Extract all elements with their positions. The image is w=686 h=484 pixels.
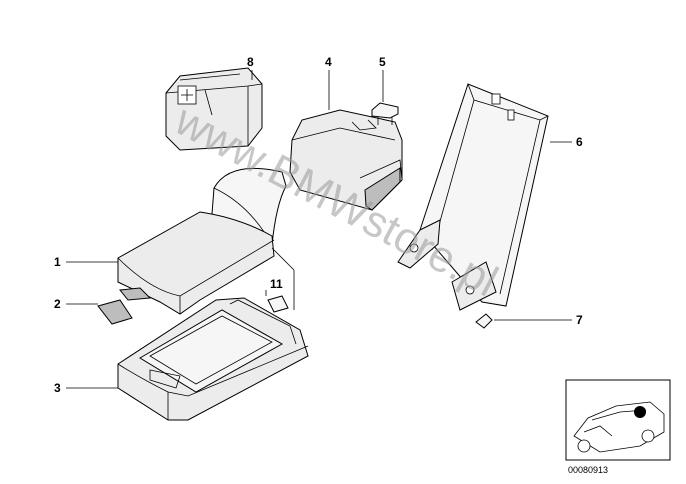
part-5-clip[interactable]	[371, 102, 399, 125]
vehicle-locator-thumbnail: 00080913	[565, 379, 671, 475]
part-6-seat-frame[interactable]	[397, 83, 549, 311]
part-11-clip[interactable]	[267, 295, 289, 313]
callout-6: 6	[576, 135, 583, 149]
part-1-armrest-top[interactable]	[117, 211, 275, 315]
callout-7: 7	[576, 313, 583, 327]
leader-lines	[66, 70, 572, 389]
callout-labels: 8 4 5 6 1 11 2 7 3	[54, 55, 583, 395]
callout-1: 1	[54, 255, 61, 269]
part-7-cap[interactable]	[475, 313, 493, 329]
callout-3: 3	[54, 381, 61, 395]
callout-2: 2	[54, 297, 61, 311]
thumbnail-code: 00080913	[568, 465, 608, 475]
callout-11: 11	[270, 277, 283, 291]
part-8-first-aid-kit[interactable]	[165, 67, 263, 151]
location-marker-icon	[634, 406, 646, 418]
callout-8: 8	[247, 55, 254, 69]
callout-5: 5	[379, 55, 386, 69]
part-3-armrest-base[interactable]	[117, 297, 309, 421]
part-4-armrest-cover[interactable]	[289, 109, 403, 211]
part-2-trim-pad[interactable]	[97, 299, 133, 325]
callout-4: 4	[325, 55, 332, 69]
